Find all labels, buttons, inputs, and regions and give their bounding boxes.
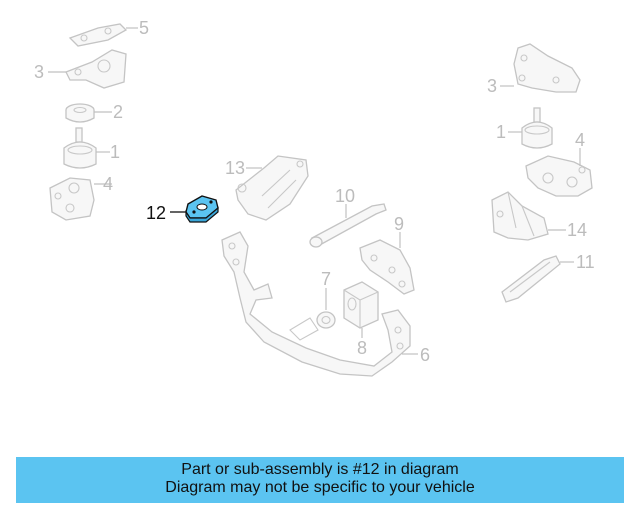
part-8-mount: [343, 281, 379, 329]
part-6-crossmember: [221, 231, 411, 377]
part-1-left-mount: [63, 127, 97, 169]
part-7-bushing: [316, 311, 336, 329]
callout-6: 6: [420, 345, 430, 365]
callout-1-right: 1: [496, 122, 506, 142]
part-5-bracket: [68, 23, 128, 47]
callout-14: 14: [567, 220, 587, 240]
part-3-left-bracket: [65, 49, 127, 89]
callout-1-left: 1: [110, 142, 120, 162]
part-4-left-bracket: [49, 177, 95, 221]
part-3-right-bracket: [513, 43, 581, 93]
callout-9: 9: [394, 214, 404, 234]
parts-diagram: 5 3 2 1 4 12 13 10 9 7 8 6 3 1 4 14 11: [34, 18, 595, 377]
callout-11: 11: [576, 252, 595, 272]
callout-3-right: 3: [487, 76, 497, 96]
part-4-right-bracket: [525, 155, 593, 197]
callout-5: 5: [139, 18, 149, 38]
part-9-plate: [359, 239, 415, 295]
info-banner: Part or sub-assembly is #12 in diagram D…: [16, 457, 624, 503]
callout-10: 10: [335, 186, 355, 206]
part-11-strip: [501, 255, 561, 303]
part-10-rod: [309, 203, 387, 248]
callout-3-left: 3: [34, 62, 44, 82]
callout-4-left: 4: [103, 174, 113, 194]
callout-2: 2: [113, 102, 123, 122]
callout-12: 12: [146, 203, 166, 223]
part-2-stopper: [65, 103, 95, 123]
part-14-bracket: [491, 191, 549, 241]
part-1-right-mount: [521, 107, 553, 149]
callout-8: 8: [357, 338, 367, 358]
banner-line-2: Diagram may not be specific to your vehi…: [165, 479, 475, 496]
part-12-mount-highlighted: [185, 195, 219, 223]
callout-4-right: 4: [575, 130, 585, 150]
banner-line-1: Part or sub-assembly is #12 in diagram: [181, 461, 459, 478]
callout-7: 7: [321, 269, 331, 289]
part-13-bracket: [235, 155, 309, 221]
callout-13: 13: [225, 158, 245, 178]
